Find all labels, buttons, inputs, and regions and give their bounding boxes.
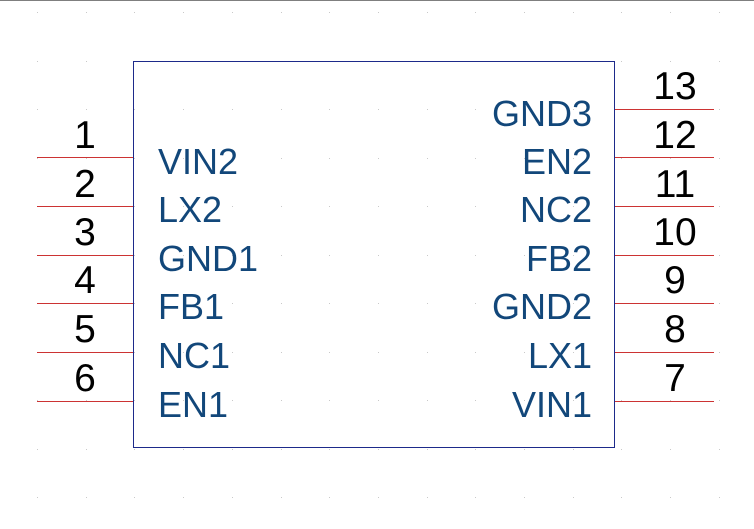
pin-3-number: 3 [74,211,96,254]
pin-6-line[interactable] [37,401,133,402]
pin-13-number: 13 [653,65,697,108]
pin-2-name: LX2 [158,189,223,230]
pin-12-line[interactable] [615,157,714,158]
pin-10-line[interactable] [615,255,714,256]
pin-8-line[interactable] [615,352,714,353]
pin-9-line[interactable] [615,303,714,304]
pin-6-number: 6 [74,357,96,400]
pin-4-number: 4 [74,259,96,302]
pin-9-number: 9 [664,259,686,302]
pin-1-line[interactable] [37,157,133,158]
pin-5-line[interactable] [37,352,133,353]
pin-4-name: FB1 [158,286,225,327]
pin-7-line[interactable] [615,401,714,402]
pin-3-name: GND1 [158,238,259,279]
pin-8-number: 8 [664,308,686,351]
pin-12-number: 12 [653,114,697,157]
pin-3-line[interactable] [37,255,133,256]
pin-9-name: GND2 [491,286,592,327]
pin-4-line[interactable] [37,303,133,304]
pin-1-number: 1 [74,114,96,157]
pin-11-line[interactable] [615,206,714,207]
pin-12-name: EN2 [521,141,592,182]
pin-7-name: VIN1 [511,384,592,425]
component-body[interactable] [133,61,615,448]
pin-11-name: NC2 [519,189,592,230]
pin-10-name: FB2 [525,238,592,279]
pin-2-number: 2 [74,163,96,206]
pin-13-line[interactable] [615,109,714,110]
pin-2-line[interactable] [37,206,133,207]
pin-5-name: NC1 [158,335,231,376]
pin-10-number: 10 [653,211,697,254]
pin-5-number: 5 [74,308,96,351]
pin-13-name: GND3 [491,93,592,134]
pin-11-number: 11 [654,163,696,206]
pin-8-name: LX1 [527,335,592,376]
window-top-border [0,0,754,1]
pin-1-name: VIN2 [158,141,239,182]
pin-6-name: EN1 [158,384,229,425]
pin-7-number: 7 [664,357,686,400]
